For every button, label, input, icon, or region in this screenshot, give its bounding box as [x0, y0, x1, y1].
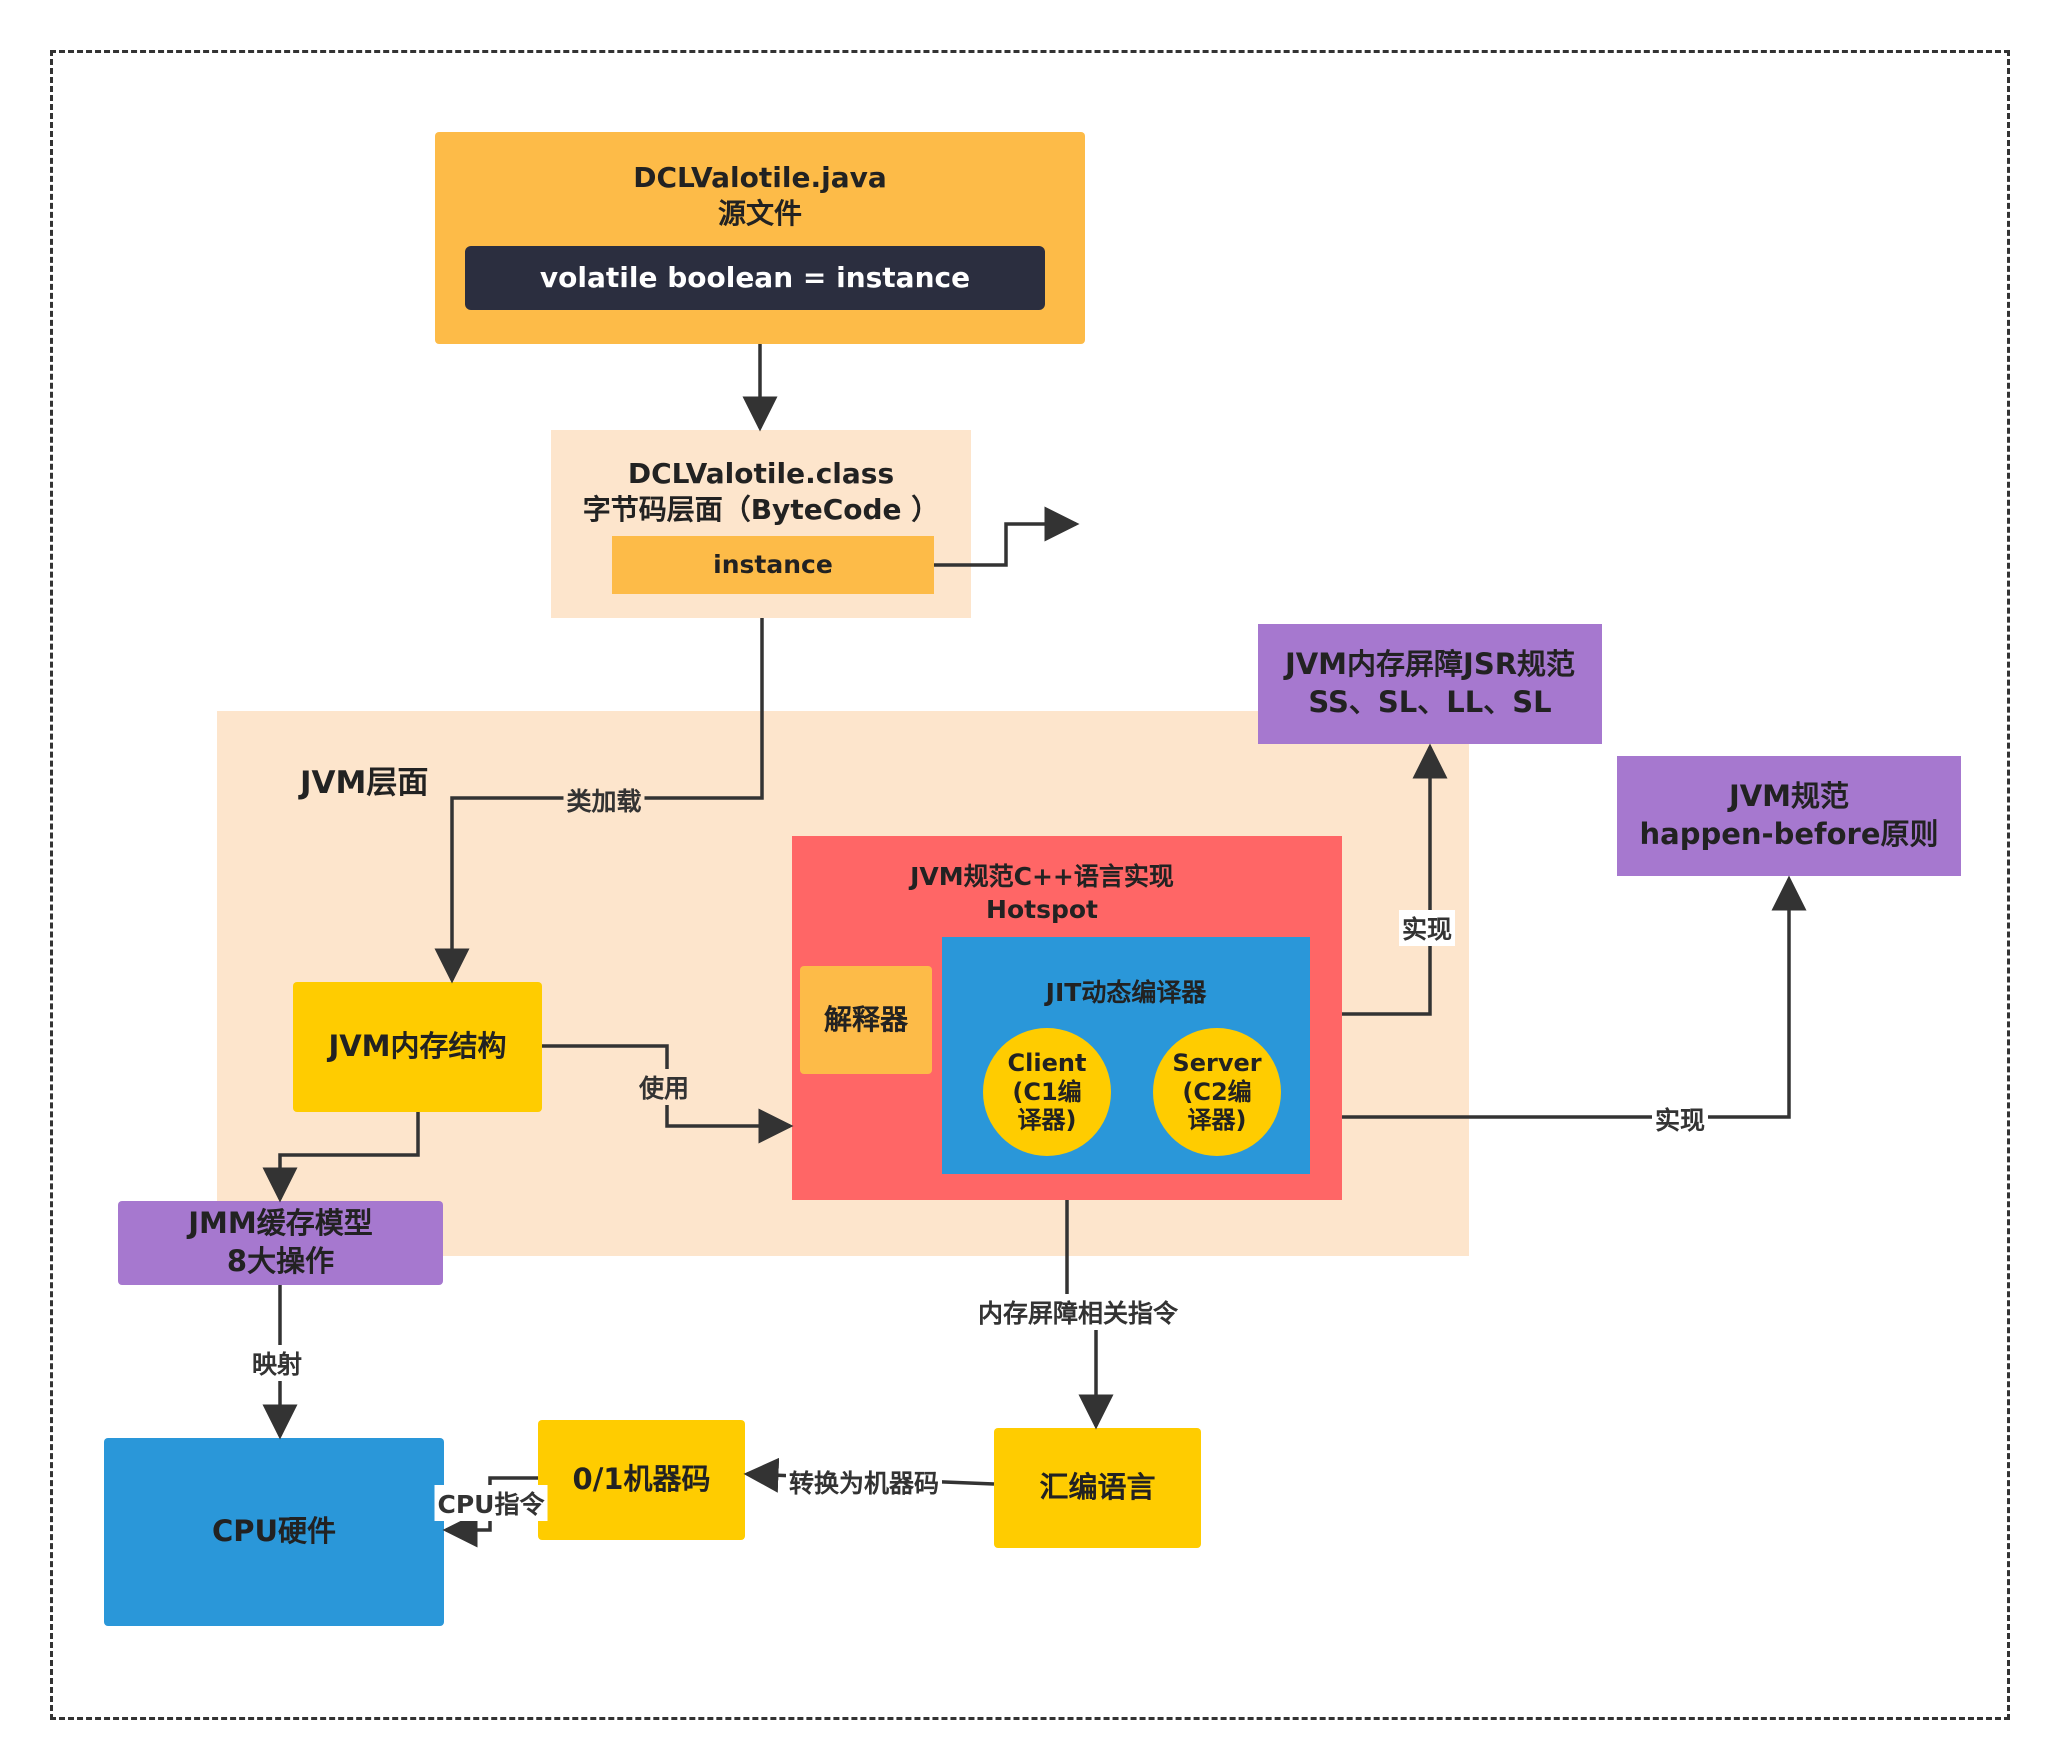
jsr-spec-line2: SS、SL、LL、SL [1308, 685, 1552, 719]
edge-class-field-out [934, 506, 1080, 567]
edge-label-to-machine-code: 转换为机器码 [785, 1464, 943, 1500]
jmm-node: JMM缓存模型 8大操作 [118, 1201, 443, 1285]
cpu-node: CPU硬件 [104, 1438, 444, 1626]
edge-label-mapping: 映射 [248, 1345, 306, 1381]
jit-server-line3: 译器) [1187, 1106, 1247, 1135]
edge-label-class-loading: 类加载 [563, 782, 645, 818]
jsr-spec-node: JVM内存屏障JSR规范 SS、SL、LL、SL [1258, 624, 1602, 744]
edge-implement-jsr [1342, 743, 1448, 1016]
source-file-name: DCLValotile.java [633, 161, 887, 194]
jvm-memory-node: JVM内存结构 [293, 982, 542, 1112]
happen-before-line1: JVM规范 [1728, 779, 1850, 814]
source-code-block: volatile boolean = instance [465, 246, 1045, 310]
jit-server-node: Server (C2编 译器) [1153, 1028, 1281, 1156]
class-field-block: instance [612, 536, 934, 594]
class-file-name: DCLValotile.class [627, 457, 895, 490]
jsr-spec-line1: JVM内存屏障JSR规范 [1284, 647, 1576, 682]
jit-server-line1: Server [1172, 1048, 1262, 1077]
machine-code-node: 0/1机器码 [538, 1420, 745, 1540]
jvm-memory-label: JVM内存结构 [328, 1029, 507, 1064]
interpreter-label: 解释器 [823, 1002, 908, 1036]
jit-client-line2: (C1编 [1012, 1077, 1082, 1106]
machine-code-label: 0/1机器码 [572, 1462, 711, 1497]
source-file-caption: 源文件 [717, 197, 802, 231]
diagram-frame [50, 50, 2010, 1720]
edge-memory-to-jmm [262, 1112, 420, 1203]
jit-title: JIT动态编译器 [1045, 978, 1207, 1007]
class-file-caption: 字节码层面（ByteCode ） [582, 493, 940, 527]
jit-client-line1: Client [1007, 1048, 1087, 1077]
happen-before-line2: happen-before原则 [1639, 817, 1939, 851]
edge-implement-hb [1342, 875, 1807, 1119]
happen-before-node: JVM规范 happen-before原则 [1617, 756, 1961, 876]
cpu-label: CPU硬件 [211, 1514, 337, 1549]
jmm-line1: JMM缓存模型 [188, 1206, 373, 1241]
edge-label-implement-hb: 实现 [1651, 1101, 1709, 1137]
jit-client-node: Client (C1编 译器) [983, 1028, 1111, 1156]
assembly-node: 汇编语言 [994, 1428, 1201, 1548]
edge-label-use: 使用 [635, 1069, 693, 1105]
assembly-label: 汇编语言 [1039, 1470, 1156, 1505]
jit-server-line2: (C2编 [1182, 1077, 1252, 1106]
class-field-text: instance [713, 549, 833, 579]
jvm-layer-title: JVM层面 [300, 765, 429, 801]
edge-label-memory-barrier: 内存屏障相关指令 [974, 1294, 1182, 1330]
hotspot-title-line2: Hotspot [986, 894, 1098, 924]
source-code-text: volatile boolean = instance [539, 260, 971, 294]
interpreter-node: 解释器 [800, 966, 932, 1074]
jmm-line2: 8大操作 [226, 1244, 335, 1278]
edge-label-implement-jsr: 实现 [1398, 910, 1456, 946]
edge-label-cpu-instruction: CPU指令 [434, 1485, 548, 1521]
jit-client-line3: 译器) [1017, 1106, 1077, 1135]
hotspot-title-line1: JVM规范C++语言实现 [910, 862, 1174, 891]
